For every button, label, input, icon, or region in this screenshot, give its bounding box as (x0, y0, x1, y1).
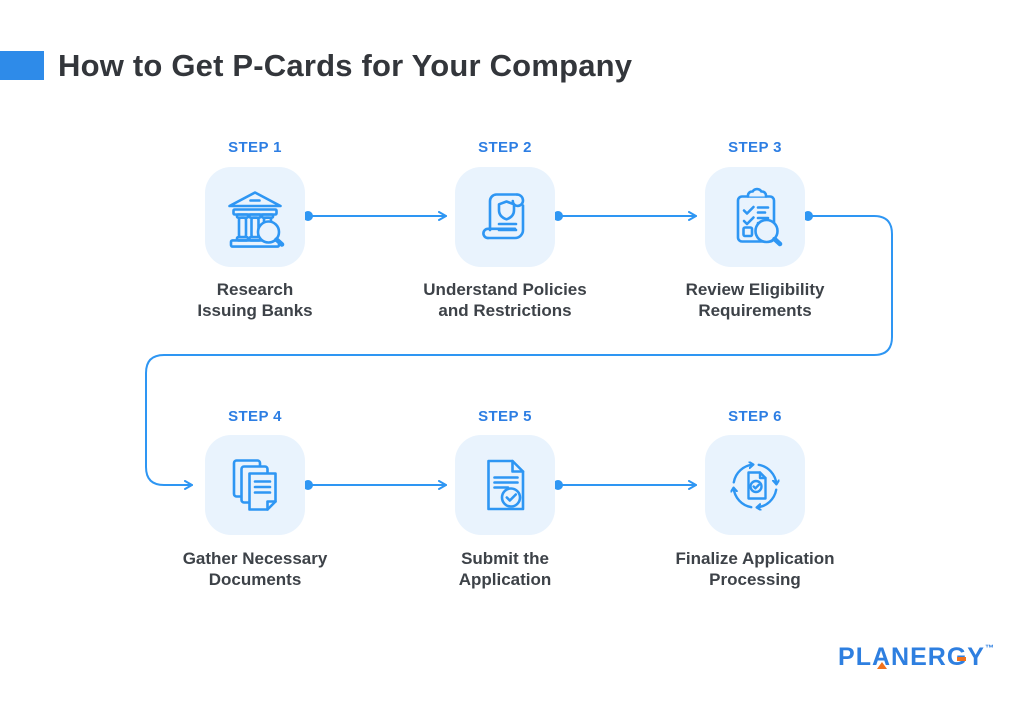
bank-magnifier-icon (223, 185, 287, 249)
step-6-card (705, 435, 805, 535)
step-1-caption: Research Issuing Banks (197, 280, 313, 320)
step-5: STEP 5 Submit the Application (395, 408, 615, 590)
title-accent-block (0, 51, 44, 80)
step-3-label: STEP 3 (728, 139, 782, 156)
step-5-caption: Submit the Application (458, 549, 552, 589)
step-3-caption: Review Eligibility Requirements (685, 280, 825, 320)
trademark-symbol: ™ (984, 643, 994, 653)
step-1-label: STEP 1 (228, 139, 282, 156)
step-4-label: STEP 4 (228, 408, 282, 425)
step-4-caption: Gather Necessary Documents (182, 549, 328, 589)
planergy-logo-text: PLANERGY (838, 643, 985, 671)
step-4-card (205, 435, 305, 535)
page-title: How to Get P-Cards for Your Company (58, 48, 633, 83)
step-3-card (705, 167, 805, 267)
step-5-label: STEP 5 (478, 408, 532, 425)
step-2-caption: Understand Policies and Restrictions (423, 280, 587, 320)
step-6: STEP 6 (645, 408, 865, 590)
step-5-card (455, 435, 555, 535)
checklist-magnifier-icon (723, 185, 787, 249)
step-6-caption: Finalize Application Processing (675, 549, 835, 589)
planergy-logo: PLANERGY™ (838, 643, 994, 672)
step-6-label: STEP 6 (728, 408, 782, 425)
documents-stack-icon (223, 453, 287, 517)
step-2: STEP 2 Understand Policies and Restricti… (395, 139, 615, 321)
document-check-icon (473, 453, 537, 517)
document-cycle-icon (723, 453, 787, 517)
step-2-card (455, 167, 555, 267)
policy-scroll-shield-icon (473, 185, 537, 249)
step-2-label: STEP 2 (478, 139, 532, 156)
step-1: STEP 1 (145, 139, 365, 321)
step-4: STEP 4 Gather Necessary Documents (145, 408, 365, 590)
step-3: STEP 3 Revi (645, 139, 865, 321)
step-1-card (205, 167, 305, 267)
